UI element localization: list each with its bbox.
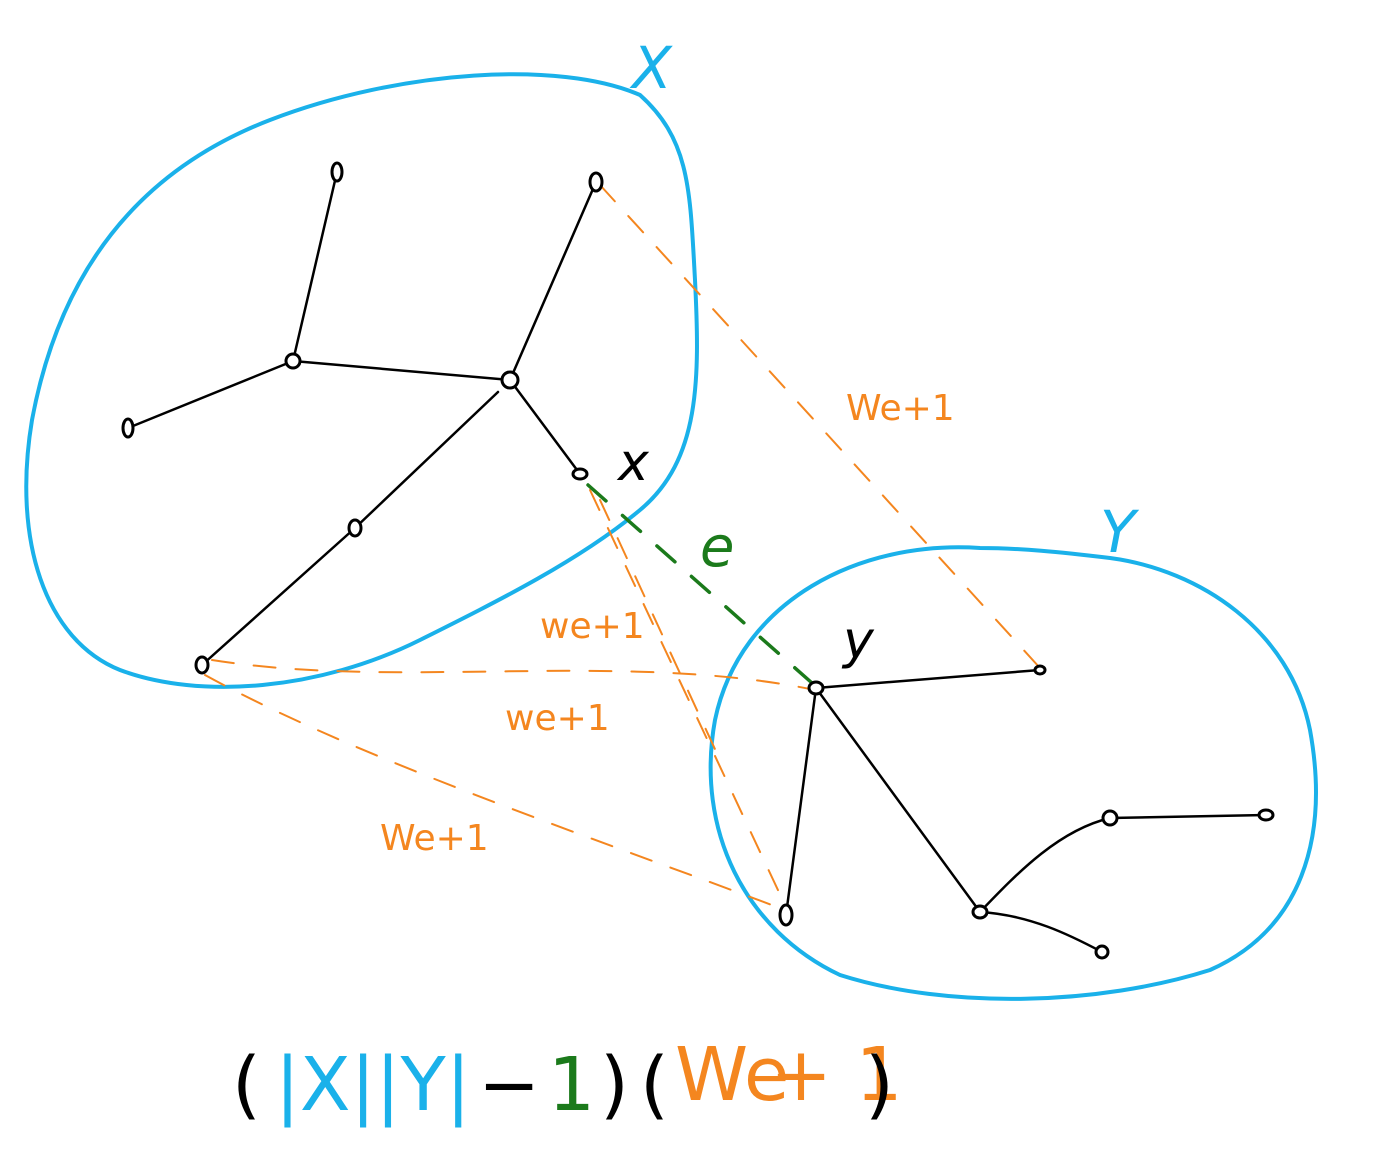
vertex	[500, 370, 520, 390]
vertex	[1033, 664, 1047, 676]
formula-open-paren: (	[232, 1042, 261, 1128]
formula: ( |X||Y| − 1 ) ( We + 1 )	[232, 1032, 903, 1128]
tree-edge	[126, 359, 295, 430]
label-set-x: X	[629, 34, 673, 102]
tree-edge	[1108, 813, 1268, 820]
label-vertex-y: y	[841, 611, 875, 671]
vertex-x	[571, 467, 589, 481]
candidate-edge-low	[204, 674, 786, 911]
vertex	[284, 352, 302, 370]
formula-plus-one: + 1	[770, 1032, 903, 1118]
vertex	[194, 655, 210, 675]
formula-close-paren-2: )	[865, 1042, 894, 1128]
vertex	[1094, 944, 1110, 960]
vertex	[588, 171, 604, 193]
tree-edge	[978, 910, 1104, 954]
set-x-outline	[24, 72, 699, 689]
vertex	[1257, 808, 1275, 822]
vertex	[971, 904, 989, 920]
tree-edge	[978, 816, 1112, 914]
tree-edge	[508, 180, 598, 382]
candidate-edge-x-to-lower	[599, 499, 721, 761]
vertex	[330, 161, 344, 183]
candidate-edge-mid	[211, 659, 816, 691]
tree-edge	[353, 390, 500, 530]
label-weight-upper: We+1	[846, 388, 955, 429]
vertex	[778, 903, 794, 927]
tree-edge	[291, 170, 339, 363]
candidate-edge-top	[599, 184, 1041, 669]
set-y-outline	[708, 545, 1318, 1001]
formula-one: 1	[548, 1042, 595, 1128]
tree-edge	[508, 378, 582, 476]
tree-edge	[291, 359, 512, 382]
edge-e	[586, 483, 814, 685]
formula-open-paren-2: (	[640, 1042, 669, 1128]
candidate-edge-x-to-bottom-left	[589, 489, 786, 906]
vertex	[121, 417, 135, 439]
formula-set-sizes: |X||Y|	[275, 1042, 471, 1128]
label-set-y: Y	[1100, 498, 1140, 566]
formula-weight: We	[675, 1032, 789, 1118]
label-edge-e: e	[700, 515, 734, 580]
tree-edge	[814, 686, 982, 914]
tree-edge	[200, 526, 357, 667]
vertex	[347, 518, 363, 538]
label-weight-3: We+1	[380, 818, 489, 859]
formula-minus: −	[478, 1042, 540, 1128]
tree-edge	[784, 686, 818, 917]
label-weight-2: we+1	[505, 698, 610, 739]
label-vertex-x: x	[616, 433, 650, 493]
vertex	[1101, 809, 1119, 827]
tree-edge	[814, 668, 1042, 690]
formula-close-paren: )	[600, 1042, 629, 1128]
label-weight-1: we+1	[540, 606, 645, 647]
vertex-y	[807, 680, 825, 696]
